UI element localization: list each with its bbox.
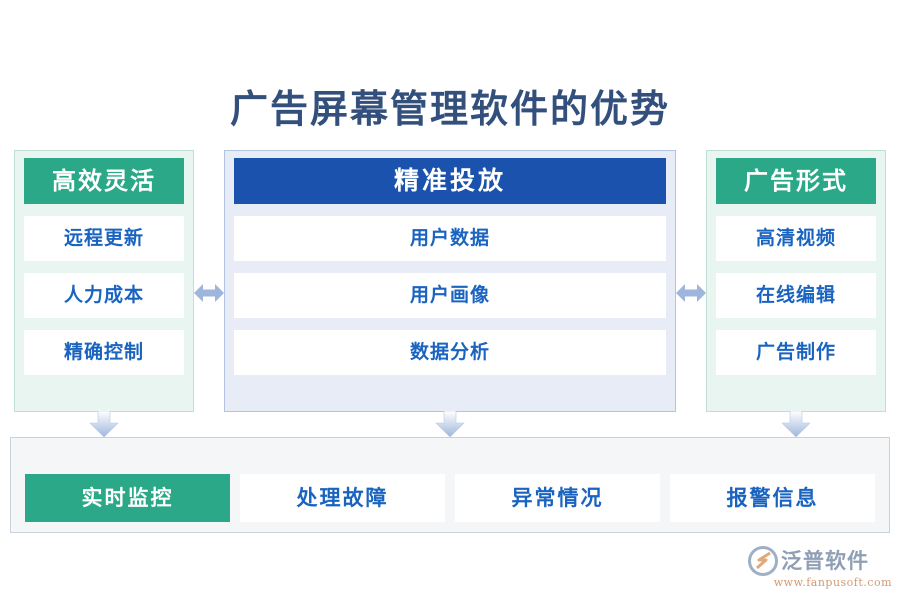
down-arrow-icon [89, 410, 119, 438]
list-item[interactable]: 用户数据 [234, 216, 666, 261]
list-item[interactable]: 数据分析 [234, 330, 666, 375]
bottom-cell-monitoring[interactable]: 实时监控 [25, 474, 230, 522]
list-item[interactable]: 在线编辑 [716, 273, 876, 318]
column-panel-right: 广告形式 高清视频 在线编辑 广告制作 [706, 150, 886, 412]
column-inner-left: 高效灵活 远程更新 人力成本 精确控制 [24, 158, 184, 402]
watermark-url: www.fanpusoft.com [773, 576, 892, 589]
double-arrow-horizontal-icon [676, 280, 706, 306]
column-header-center[interactable]: 精准投放 [234, 158, 666, 204]
watermark-brand: 泛普软件 [781, 548, 869, 573]
double-arrow-horizontal-icon [194, 280, 224, 306]
column-header-right[interactable]: 广告形式 [716, 158, 876, 204]
bottom-cell-abnormal-situation[interactable]: 异常情况 [455, 474, 660, 522]
list-item[interactable]: 用户画像 [234, 273, 666, 318]
fanpu-logo-icon [748, 546, 778, 576]
column-inner-center: 精准投放 用户数据 用户画像 数据分析 [234, 158, 666, 402]
list-item[interactable]: 精确控制 [24, 330, 184, 375]
watermark-row: 泛普软件 [748, 546, 894, 576]
list-item[interactable]: 高清视频 [716, 216, 876, 261]
page-title: 广告屏幕管理软件的优势 [229, 86, 670, 131]
column-panel-left: 高效灵活 远程更新 人力成本 精确控制 [14, 150, 194, 412]
bottom-panel: 实时监控 处理故障 异常情况 报警信息 [10, 437, 890, 533]
bottom-cell-fault-handling[interactable]: 处理故障 [240, 474, 445, 522]
bottom-cell-alarm-info[interactable]: 报警信息 [670, 474, 875, 522]
column-inner-right: 广告形式 高清视频 在线编辑 广告制作 [716, 158, 876, 402]
down-arrow-icon [781, 410, 811, 438]
list-item[interactable]: 远程更新 [24, 216, 184, 261]
list-item[interactable]: 人力成本 [24, 273, 184, 318]
bottom-row: 实时监控 处理故障 异常情况 报警信息 [25, 474, 875, 522]
down-arrow-icon [435, 410, 465, 438]
column-panel-center: 精准投放 用户数据 用户画像 数据分析 [224, 150, 676, 412]
list-item[interactable]: 广告制作 [716, 330, 876, 375]
column-header-left[interactable]: 高效灵活 [24, 158, 184, 204]
watermark-logo: 泛普软件 www.fanpusoft.com [748, 546, 894, 592]
